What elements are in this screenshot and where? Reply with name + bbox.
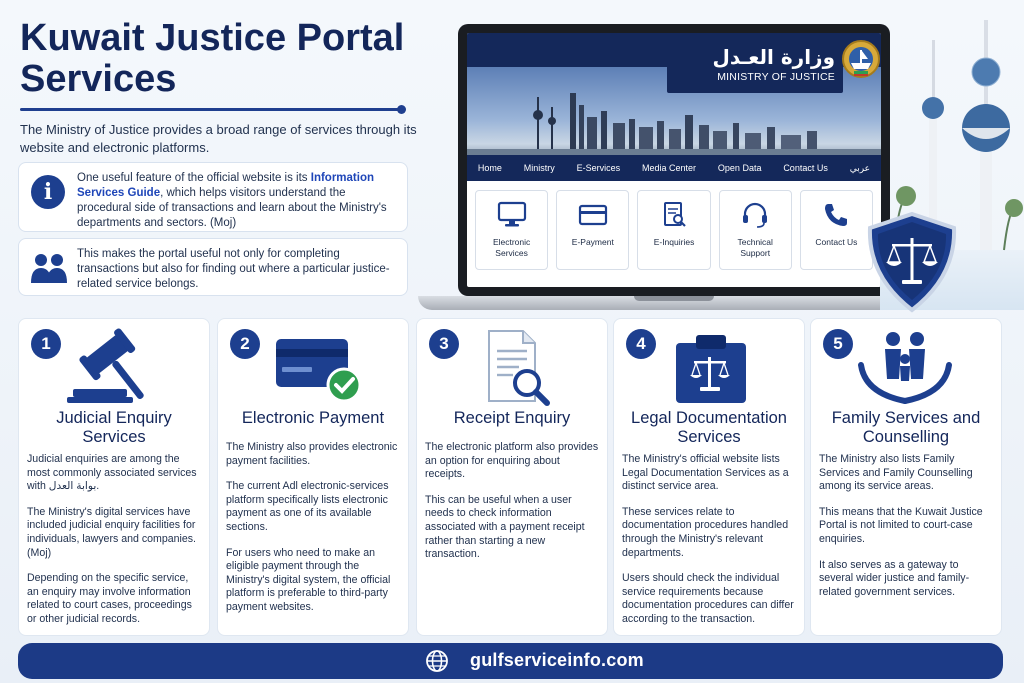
tile-label: Technical Support — [737, 237, 773, 258]
service-tiles: Electronic Services E-Payment E-Inquirie… — [475, 190, 874, 270]
monitor-icon — [497, 201, 526, 227]
card-icon — [578, 204, 607, 226]
service-description: The electronic platform also provides an… — [425, 441, 599, 561]
nav-arabic[interactable]: عربي — [849, 162, 871, 173]
service-card-family-services: 5 Family Services and Counselling The Mi… — [810, 318, 1002, 636]
gavel-icon — [67, 328, 144, 403]
tile-label: Electronic Services — [492, 237, 531, 258]
laptop-screen: وزارة العـدل MINISTRY OF JUSTICE Home Mi… — [458, 24, 890, 296]
service-number: 3 — [429, 329, 459, 359]
headset-icon — [743, 202, 768, 228]
tile-e-inquiries[interactable]: E-Inquiries — [637, 190, 711, 270]
ministry-website: وزارة العـدل MINISTRY OF JUSTICE Home Mi… — [467, 33, 881, 287]
globe-icon — [426, 650, 448, 672]
tile-technical-support[interactable]: Technical Support — [718, 190, 792, 270]
service-card-receipt-enquiry: 3 Receipt Enquiry The electronic platfor… — [416, 318, 608, 636]
footer-site-link[interactable]: gulfserviceinfo.com — [470, 650, 644, 670]
info-portal-text: This makes the portal useful not only fo… — [77, 248, 390, 290]
service-title: Receipt Enquiry — [453, 409, 571, 427]
nav-contact-us[interactable]: Contact Us — [783, 163, 828, 173]
nav-open-data[interactable]: Open Data — [717, 163, 762, 173]
nav-e-services[interactable]: E-Services — [576, 163, 621, 173]
family-hands-icon — [858, 332, 952, 404]
footer-bar: gulfserviceinfo.com — [18, 643, 1003, 679]
receipt-search-icon — [488, 330, 550, 406]
site-arabic-name: وزارة العـدل — [712, 45, 835, 69]
intro-text: The Ministry of Justice provides a broad… — [20, 122, 417, 155]
info-box-portal: This makes the portal useful not only fo… — [18, 238, 408, 296]
phone-icon — [825, 204, 848, 226]
info-guide-text: One useful feature of the official websi… — [77, 172, 387, 229]
legal-folder-icon — [676, 335, 746, 403]
service-number: 2 — [230, 329, 260, 359]
nav-media-center[interactable]: Media Center — [642, 163, 697, 173]
info-box-guide: i One useful feature of the official web… — [18, 162, 408, 232]
document-search-icon — [664, 202, 686, 227]
site-logo-box: وزارة العـدل MINISTRY OF JUSTICE — [667, 41, 843, 93]
laptop-base — [418, 296, 930, 310]
page-title: Kuwait Justice Portal Services — [20, 17, 405, 100]
nav-ministry[interactable]: Ministry — [523, 163, 555, 173]
tile-electronic-services[interactable]: Electronic Services — [475, 190, 549, 270]
service-card-electronic-payment: 2 Electronic Payment The Ministry also p… — [217, 318, 409, 636]
info-services-guide-link[interactable]: Information Services Guide — [77, 172, 374, 199]
service-number: 5 — [823, 329, 853, 359]
service-card-legal-documentation: 4 Legal Documentation Services The Minis… — [613, 318, 805, 636]
site-english-name: MINISTRY OF JUSTICE — [717, 71, 835, 83]
kuwait-emblem-icon — [842, 40, 880, 78]
tile-label: E-Inquiries — [653, 237, 695, 247]
service-description: The Ministry's official website lists Le… — [622, 453, 794, 625]
service-description: Judicial enquiries are among the most co… — [27, 453, 197, 625]
tile-label: E-Payment — [571, 237, 614, 247]
service-description: The Ministry also provides electronic pa… — [226, 441, 398, 613]
tile-contact-us[interactable]: Contact Us — [799, 190, 874, 270]
service-title: Legal Documentation Services — [631, 409, 787, 446]
site-nav: Home Ministry E-Services Media Center Op… — [467, 155, 881, 181]
service-card-judicial-enquiry: 1 Judicial Enquiry Services Judicial enq… — [18, 318, 210, 636]
service-number: 1 — [31, 329, 61, 359]
service-title: Judicial Enquiry Services — [56, 409, 172, 446]
service-number: 4 — [626, 329, 656, 359]
service-title: Electronic Payment — [241, 409, 385, 427]
info-icon: i — [31, 175, 65, 209]
payment-card-check-icon — [276, 339, 362, 403]
justice-shield-icon — [867, 211, 957, 313]
service-description: The Ministry also lists Family Services … — [819, 453, 983, 598]
tile-e-payment[interactable]: E-Payment — [556, 190, 630, 270]
people-icon — [31, 254, 67, 283]
service-title: Family Services and Counselling — [831, 409, 981, 446]
tile-label: Contact Us — [815, 237, 858, 247]
title-divider — [20, 105, 406, 114]
nav-home[interactable]: Home — [477, 163, 502, 173]
